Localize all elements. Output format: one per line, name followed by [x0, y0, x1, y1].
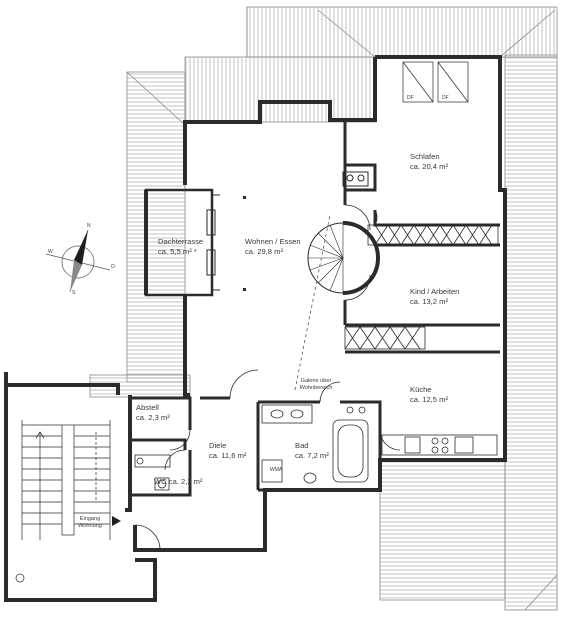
room-name-diele: Diele [209, 441, 227, 450]
eingang-label-1: Eingang [79, 516, 101, 522]
roof-area [89, 6, 558, 611]
spiral-staircase [307, 221, 380, 295]
galerie-label-2: Wohnbereich [299, 385, 333, 391]
entrance-arrow-icon [112, 516, 121, 526]
room-name-wc: WC [154, 477, 167, 486]
eingang-label-2: Wohnung [78, 523, 102, 529]
room-area-bad: ca. 7,2 m² [295, 451, 329, 460]
stairwell [15, 420, 111, 583]
room-name-kueche: Küche [410, 385, 432, 394]
room-name-kind: Kind / Arbeiten [410, 287, 460, 296]
galerie-label-1: Galerie über [300, 378, 332, 384]
room-area-abstell: ca. 2,3 m² [136, 413, 170, 422]
compass-icon [45, 229, 111, 293]
room-name-abstell: Abstell [136, 403, 159, 412]
compass-n: N [87, 223, 91, 229]
room-area-dachterrasse: ca. 5,5 m² * [158, 247, 197, 256]
df-label-1: DF [407, 95, 414, 101]
kitchen-counter [381, 434, 498, 456]
room-area-schlafen: ca. 20,4 m² [410, 162, 448, 171]
skylights [402, 61, 469, 103]
bathroom-fixtures [134, 404, 369, 491]
room-name-bad: Bad [295, 441, 309, 450]
room-area-wohnen: ca. 29,8 m² [245, 247, 283, 256]
compass-w: W [48, 249, 53, 255]
dachterrasse-structure [144, 188, 220, 297]
room-area-kueche: ca. 12,5 m² [410, 395, 448, 404]
door-swings [134, 204, 401, 551]
room-area-wc: ca. 2,2 m² [168, 477, 203, 486]
sink-nook [342, 171, 369, 187]
room-area-kind: ca. 13,2 m² [410, 297, 448, 306]
wardrobe-units [344, 224, 499, 350]
columns [243, 196, 246, 291]
compass-s: S [72, 290, 76, 296]
room-wc: WC ca. 2,2 m² [154, 477, 203, 487]
df-label-2: DF [442, 95, 449, 101]
wma-label: WMA [270, 467, 283, 473]
room-name-schlafen: Schlafen [410, 152, 440, 161]
room-name-dachterrasse: Dachterrasse [158, 237, 204, 246]
compass-o: O [111, 264, 115, 270]
room-area-diele: ca. 11,6 m² [209, 451, 247, 460]
room-name-wohnen: Wohnen / Essen [245, 237, 301, 246]
